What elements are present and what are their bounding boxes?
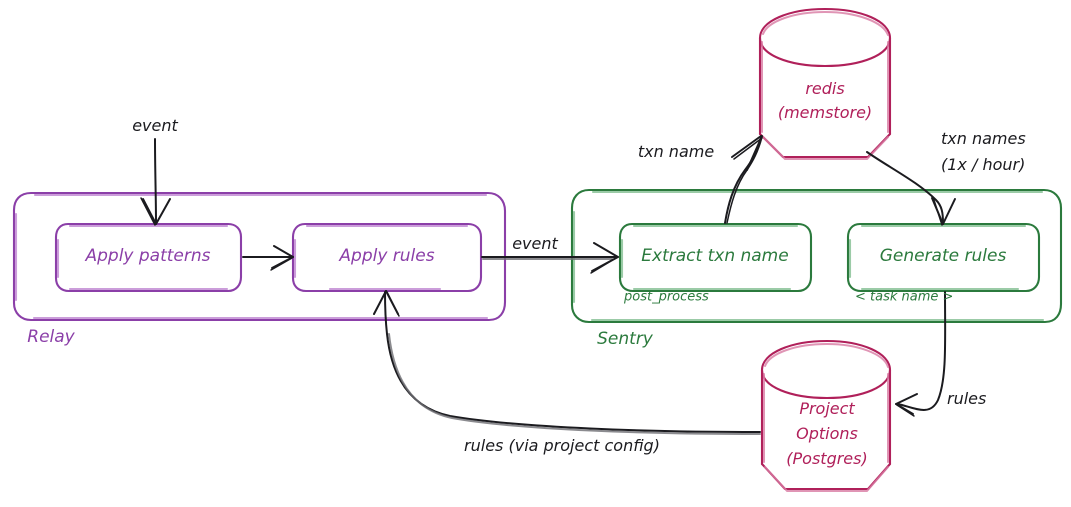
- group-sentry-outline: [570, 188, 1063, 324]
- edge-project-to-apply-rules: [373, 290, 761, 435]
- edge-generate-to-project: [895, 291, 947, 417]
- node-generate-rules-outline: [846, 222, 1041, 293]
- datastore-project-options-outline: [760, 339, 892, 492]
- node-apply-patterns-outline: [54, 222, 243, 293]
- edge-extract-to-redis: [724, 135, 763, 224]
- node-extract-txn-outline: [618, 222, 813, 293]
- edge-redis-to-generate: [866, 151, 956, 226]
- edge-relay-to-sentry: [481, 242, 619, 274]
- node-apply-rules-outline: [291, 222, 483, 293]
- datastore-redis-outline: [758, 7, 892, 160]
- group-relay-outline: [12, 191, 507, 322]
- edge-patterns-to-rules: [242, 245, 294, 271]
- edge-event-in: [140, 138, 171, 226]
